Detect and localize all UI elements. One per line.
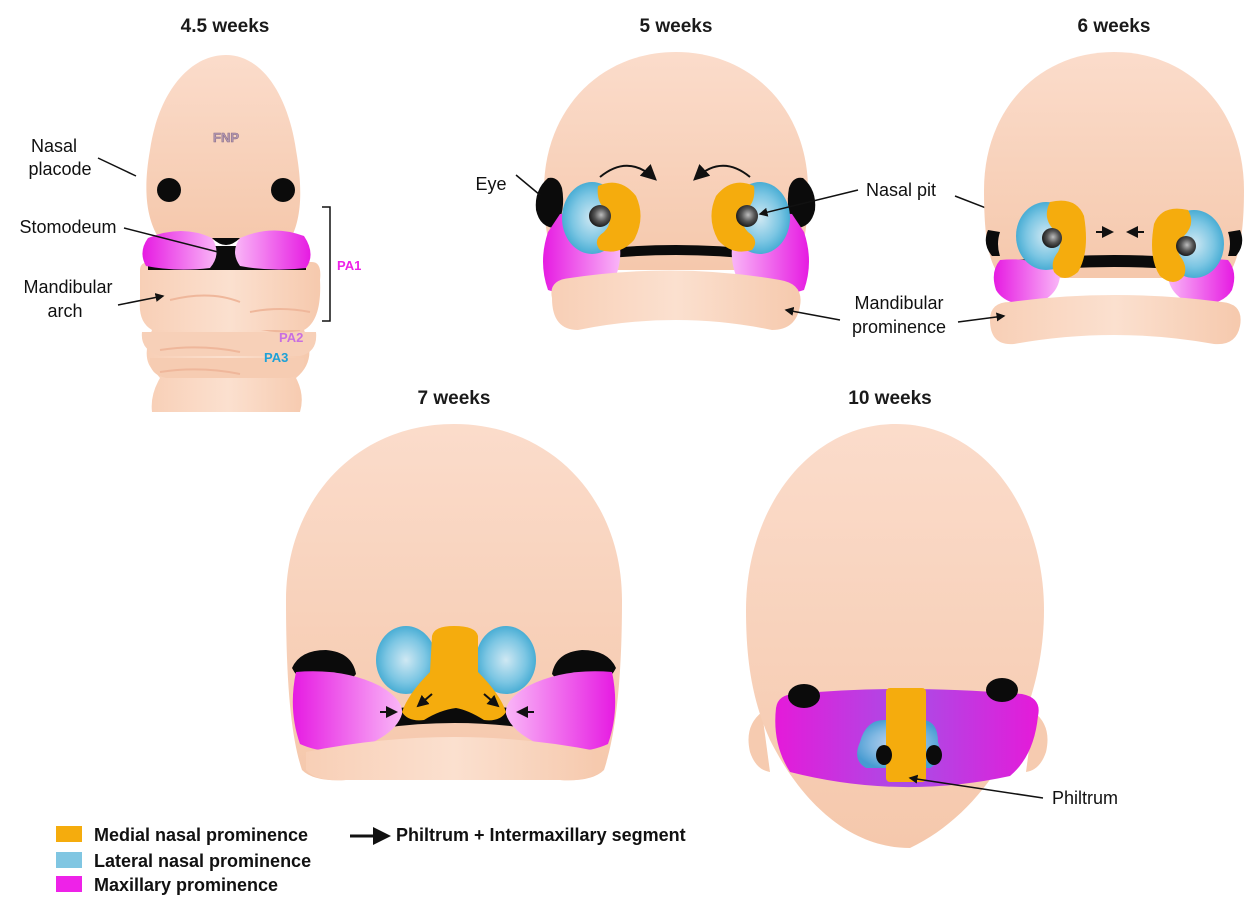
mandibular-arch-label-line2: arch	[47, 301, 82, 321]
nasal-pit-label: Nasal pit	[866, 180, 936, 200]
eye-left-10	[788, 684, 820, 708]
philtrum-10	[886, 688, 926, 782]
embryo-7-weeks	[286, 424, 622, 780]
mandibular-prominence-label-line1: Mandibular	[854, 293, 943, 313]
nasal-placode-label-line1: Nasal	[31, 136, 77, 156]
nostril-right-10	[926, 745, 942, 765]
pa1-label: PA1	[337, 258, 361, 273]
mandibular-prominence-label-line2: prominence	[852, 317, 946, 337]
pa3-label: PA3	[264, 350, 288, 365]
eye-right-6	[1228, 230, 1242, 256]
mandibular-prominence-6	[990, 295, 1241, 344]
mandibular-arch-shape	[140, 262, 321, 330]
nasal-pit-left-6	[1042, 228, 1062, 248]
nasal-placode-left	[157, 178, 181, 202]
stage-title-7-weeks: 7 weeks	[418, 388, 491, 409]
embryo-10-weeks	[746, 424, 1048, 848]
embryo-5-weeks	[536, 52, 816, 330]
stage-title-5-weeks: 5 weeks	[640, 16, 713, 37]
maxillary-left-4-5	[142, 231, 216, 270]
nasal-placode-right	[271, 178, 295, 202]
mandibular-arch-label-line1: Mandibular	[23, 277, 112, 297]
pa1-bracket	[322, 207, 330, 321]
eye-right-10	[986, 678, 1018, 702]
legend-medial-result: Philtrum + Intermaxillary segment	[396, 825, 686, 845]
eye-label: Eye	[475, 174, 506, 194]
frontonasal-head	[146, 55, 300, 240]
stage-title-6-weeks: 6 weeks	[1078, 16, 1151, 37]
legend-maxillary-label: Maxillary prominence	[94, 875, 278, 895]
embryo-6-weeks	[984, 52, 1244, 344]
legend-medial-label: Medial nasal prominence	[94, 825, 308, 845]
mandibular-prominence-5	[551, 270, 800, 330]
nasal-pit-left-5	[589, 205, 611, 227]
nasal-pit-right-5	[736, 205, 758, 227]
nasal-pit-right-6	[1176, 236, 1196, 256]
embryo-4-5-weeks: FNP	[140, 55, 321, 412]
eye-pointer	[516, 175, 540, 195]
pa2-label: PA2	[279, 330, 303, 345]
eye-left-6	[986, 230, 1000, 256]
stage-title-10-weeks: 10 weeks	[848, 388, 931, 409]
fnp-label: FNP	[213, 130, 239, 145]
stomodeum-label: Stomodeum	[19, 217, 116, 237]
stage-title-4-5-weeks: 4.5 weeks	[181, 16, 270, 37]
legend-swatch-medial	[56, 826, 82, 842]
legend-lateral-label: Lateral nasal prominence	[94, 851, 311, 871]
maxillary-right-4-5	[235, 230, 311, 269]
nostril-left-10	[876, 745, 892, 765]
legend-swatch-lateral	[56, 852, 82, 868]
legend: Medial nasal prominence Philtrum + Inter…	[56, 825, 686, 895]
nasal-placode-pointer	[98, 158, 136, 176]
philtrum-label: Philtrum	[1052, 788, 1118, 808]
legend-swatch-maxillary	[56, 876, 82, 892]
nasal-placode-label-line2: placode	[28, 159, 91, 179]
